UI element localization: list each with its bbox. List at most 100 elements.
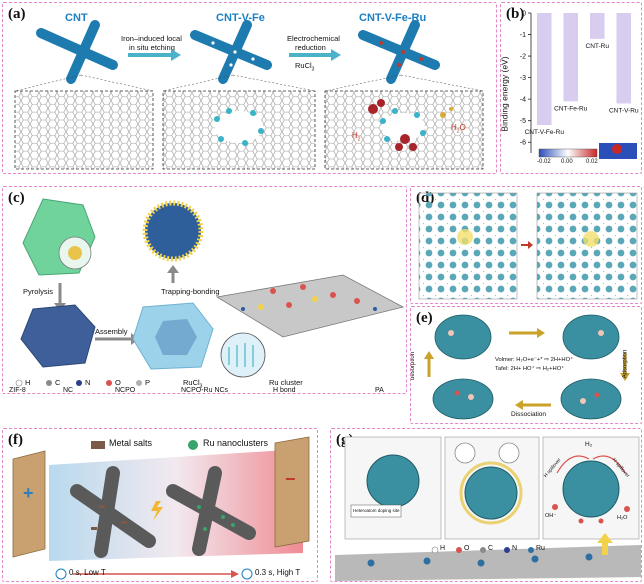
assembly-label: Assembly: [95, 327, 128, 336]
timer-start-icon: [55, 568, 67, 580]
colorbar: [538, 148, 598, 158]
panel-e-label: (e): [416, 310, 433, 326]
g-cluster-3: [562, 460, 620, 518]
atom-legend: [15, 379, 142, 387]
cnt-cross: [36, 20, 118, 84]
bar-label-0: CNT-V-Fe-Ru: [525, 129, 565, 136]
y-tick-label-1: -1: [520, 32, 526, 39]
bar-3: [616, 13, 632, 104]
y-tick-label-6: -6: [520, 140, 526, 147]
panel-c: (c) Pyrolysis Trapping-bo: [2, 186, 407, 394]
e-clusters: [432, 314, 622, 420]
panel-d-graphics: [418, 192, 638, 300]
g-cluster-2: [464, 466, 518, 520]
panel-g-graphics: [335, 436, 641, 581]
legend-rucl3: RuCl3: [183, 378, 203, 390]
panel-a-graphics: [14, 20, 484, 170]
g-h2-label: H₂: [585, 441, 593, 448]
dissociation-label: Dissociation: [511, 411, 547, 418]
panel-c-graphics: [15, 198, 405, 387]
minus-sign: −: [285, 469, 296, 489]
desorption-label: desorption: [410, 351, 417, 381]
legend-metal-salt-swatch: [91, 441, 105, 449]
colorbar-min: -0.02: [537, 159, 551, 165]
tafel-text: Tafel: 2H+ HO⁺ ⇨ H₂+HO⁺: [495, 366, 565, 372]
charge-density-blob: [612, 144, 622, 154]
cnt-v-fe-ru-cross: [358, 20, 440, 84]
inset-box: [350, 504, 402, 518]
electrode-left: [12, 450, 46, 558]
adsorption-label: Adsorption: [622, 349, 629, 379]
electrode-right: [274, 436, 310, 548]
time-start: 0 s, Low T: [69, 568, 106, 577]
panel-f-graphics: [12, 436, 310, 580]
y-tick-label-5: -5: [520, 118, 526, 125]
ncpo-zoom: [220, 332, 266, 378]
legend-ncpo-ru: NCPO-Ru NCs: [181, 387, 229, 394]
substrate-sheet: [335, 545, 641, 581]
y-tick-label-2: -2: [520, 54, 526, 61]
g-legend: [431, 546, 534, 554]
panel-c-label: (c): [8, 190, 25, 206]
timer-end-icon: [241, 568, 253, 580]
g-oh-label: OH⁻: [545, 513, 557, 519]
panel-a: (a) CNT CNT-V-Fe CNT-V-Fe-Ru Iron–induce…: [2, 2, 497, 174]
h2o-label: H2O: [451, 123, 466, 135]
panel-a-label: (a): [8, 6, 26, 22]
legend-p: P: [145, 378, 151, 387]
graphene-sheet: [215, 274, 405, 338]
panel-e: (e) Volmer: H₂O+e⁻+* ⇨ 2H+HO⁺ Tafel: 2H+…: [410, 306, 642, 424]
y-tick-label-3: -3: [520, 75, 526, 82]
panel-e-graphics: [424, 314, 630, 420]
legend-hbond: H bond: [273, 387, 296, 394]
ru-nano-label: Ru nanoclusters: [203, 438, 269, 448]
metal-salts-label: Metal salts: [109, 438, 153, 448]
pyrolysis-label: Pyrolysis: [23, 287, 54, 296]
legend-h: H: [25, 378, 31, 387]
slab-left: [418, 192, 518, 300]
bar-label-3: CNT-V-Ru: [609, 107, 639, 114]
time-end: 0.3 s, High T: [255, 568, 301, 577]
cnt-v-fe-cross: [190, 20, 272, 84]
inset-label: Heteroatom doping site: [353, 508, 400, 513]
fiber-cross-left: [70, 466, 156, 558]
step1-line1: Iron–induced local: [121, 34, 182, 43]
lattice-cnt: [14, 90, 154, 170]
slab-right: [536, 192, 638, 300]
fiber-cross-right: [166, 466, 256, 556]
y-tick-label-0: 0: [522, 11, 526, 18]
legend-zif8: ZIF-8: [9, 387, 26, 394]
step2-line1: Electrochemical: [287, 34, 340, 43]
legend-o: O: [115, 378, 121, 387]
legend-c: C: [55, 378, 61, 387]
bar-1: [563, 13, 579, 102]
lightning-icon: [151, 501, 163, 521]
plus-sign: +: [23, 483, 34, 503]
bar-2: [589, 13, 605, 39]
legend-ncpo: NCPO: [115, 387, 136, 394]
panel-f-label: (f): [8, 432, 23, 448]
panel-g: (g) Heteroatom doping site H O C N Ru H₂…: [330, 428, 642, 582]
nc-polyhedron: [20, 304, 96, 368]
binding-energy-chart: CNT-V-Fe-RuCNT-Fe-RuCNT-RuCNT-V-Ru0-1-2-…: [520, 11, 639, 159]
legend-ru-swatch: [188, 440, 198, 450]
g-legend-n: N: [512, 545, 518, 552]
legend-n: N: [85, 378, 91, 387]
stage-cnt-v-fe-ru: CNT-V-Fe-Ru: [359, 12, 427, 24]
volmer-text: Volmer: H₂O+e⁻+* ⇨ 2H+HO⁺: [495, 357, 574, 363]
stage-cnt: CNT: [65, 12, 88, 24]
y-tick-label-4: -4: [520, 97, 526, 104]
g-legend-h: H: [440, 545, 446, 552]
bar-0: [536, 13, 552, 125]
panel-b-label: (b): [506, 6, 525, 22]
bar-label-2: CNT-Ru: [586, 43, 610, 50]
ncpo-ru-sphere: [145, 203, 201, 259]
legend-nc: NC: [63, 387, 74, 394]
g-legend-o: O: [464, 545, 470, 552]
panel-f: (f) Metal salts Ru nanoclusters: [2, 428, 318, 582]
legend-ru-cluster: Ru cluster: [269, 378, 303, 387]
stage-cnt-v-fe: CNT-V-Fe: [216, 12, 265, 24]
g-legend-c: C: [488, 545, 494, 552]
step1-line2: in situ etching: [129, 43, 175, 52]
